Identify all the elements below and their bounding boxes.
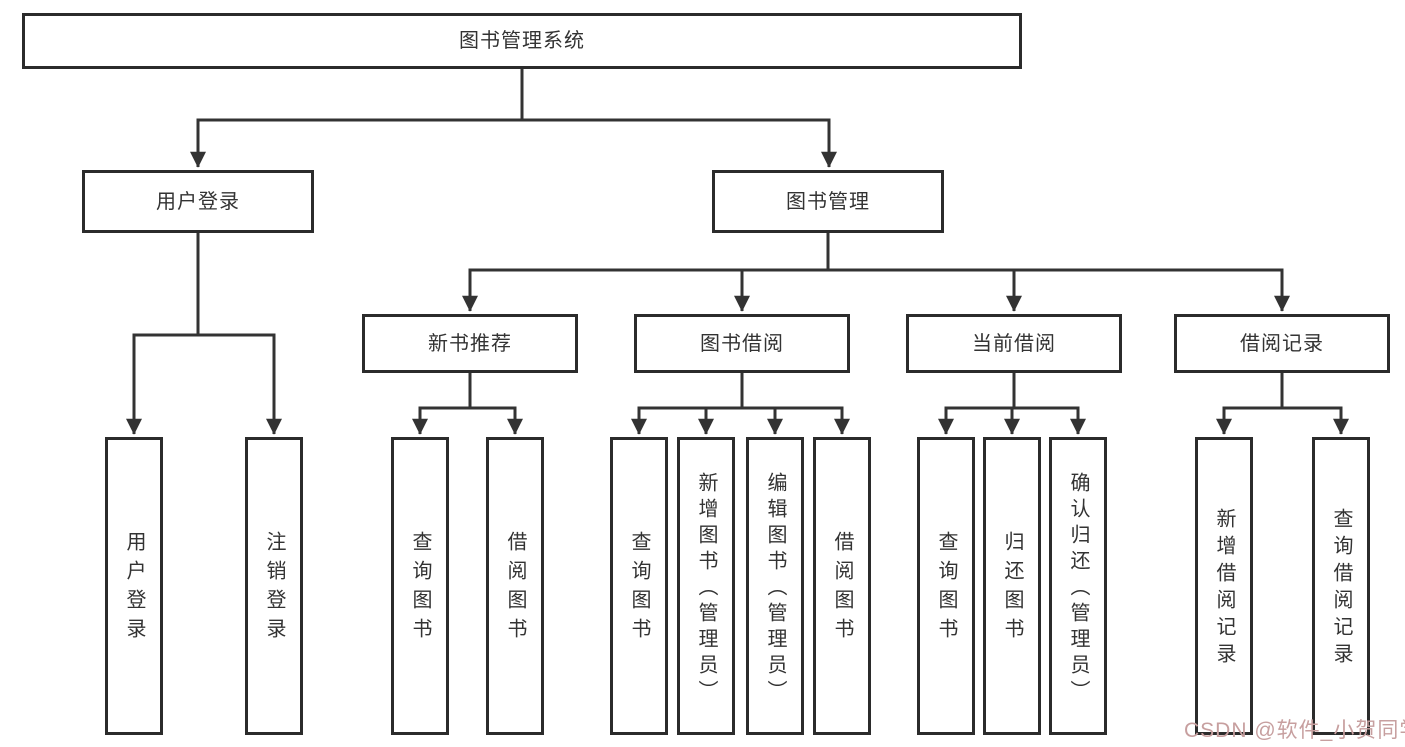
connector-root-to-level1 xyxy=(190,69,837,168)
node-root-system: 图书管理系统 xyxy=(22,13,1022,69)
leaf-user-login: 用户登录 xyxy=(105,437,163,735)
node-book-borrow: 图书借阅 xyxy=(634,314,850,373)
node-book-management: 图书管理 xyxy=(712,170,944,233)
leaf-query-borrow-record: 查询借阅记录 xyxy=(1312,437,1370,735)
leaf-confirm-return-admin: 确认归还（管理员） xyxy=(1049,437,1107,735)
leaf-add-borrow-record: 新增借阅记录 xyxy=(1195,437,1253,735)
connector-new-book-recommend-children xyxy=(412,373,523,435)
leaf-add-books-admin: 新增图书（管理员） xyxy=(677,437,735,735)
leaf-edit-books-admin: 编辑图书（管理员） xyxy=(746,437,804,735)
leaf-return-books: 归还图书 xyxy=(983,437,1041,735)
leaf-borrow-borrow-books: 借阅图书 xyxy=(813,437,871,735)
node-user-login: 用户登录 xyxy=(82,170,314,233)
leaf-current-query-books: 查询图书 xyxy=(917,437,975,735)
node-new-book-recommend: 新书推荐 xyxy=(362,314,578,373)
leaf-logout-login: 注销登录 xyxy=(245,437,303,735)
leaf-borrow-query-books: 查询图书 xyxy=(610,437,668,735)
connector-borrow-records-children xyxy=(1216,373,1349,435)
leaf-recommend-query-books: 查询图书 xyxy=(391,437,449,735)
node-borrow-records: 借阅记录 xyxy=(1174,314,1390,373)
node-current-borrow: 当前借阅 xyxy=(906,314,1122,373)
connector-book-borrow-children xyxy=(631,373,850,435)
leaf-recommend-borrow-books: 借阅图书 xyxy=(486,437,544,735)
connector-current-borrow-children xyxy=(938,373,1086,435)
connector-book-management-children xyxy=(462,233,1290,312)
connector-user-login-children xyxy=(126,233,282,435)
csdn-watermark: CSDN @软件_小贺同学 xyxy=(1184,719,1405,742)
